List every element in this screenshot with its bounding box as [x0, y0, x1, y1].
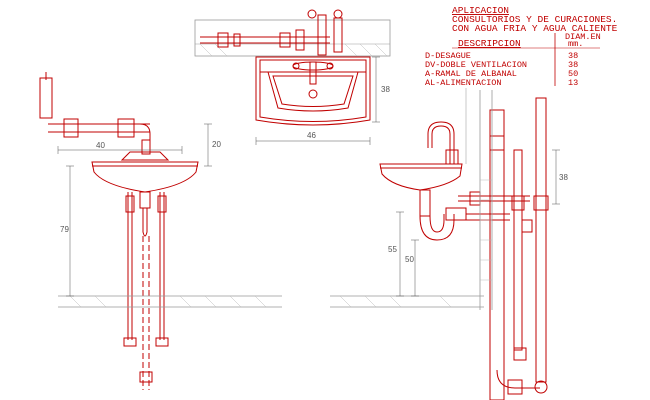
plan-bowl: [267, 71, 359, 112]
side-trap-riser: [419, 189, 431, 217]
legend-row-value: 38: [568, 60, 578, 70]
side-wall: [465, 88, 493, 310]
legend-row-value: 13: [568, 78, 578, 88]
side-outer-dimension: 50: [405, 255, 414, 264]
plan-spout: [309, 61, 317, 85]
side-right-dimension: 38: [559, 173, 568, 182]
front-dimensions: [57, 123, 212, 297]
plan-bowl-inner: [272, 75, 354, 107]
front-fitting: [63, 118, 79, 138]
plan-valve: [217, 32, 229, 48]
side-vent-pipe: [513, 149, 523, 351]
legend-description-header: DESCRIPCION: [458, 38, 521, 49]
side-fitting: [533, 195, 549, 211]
plan-basin-outer: [255, 56, 371, 126]
side-faucet-outer: [427, 121, 455, 164]
front-fitting: [117, 118, 135, 138]
front-width-dimension: 40: [96, 141, 105, 150]
front-trap: [142, 208, 148, 237]
plan-wall-hatch: [199, 43, 388, 57]
plan-valve: [279, 32, 291, 48]
side-dimensions: [396, 149, 560, 297]
plan-valve: [295, 29, 305, 51]
plan-height-dimension: 38: [381, 85, 390, 94]
plan-valve: [233, 33, 241, 47]
side-drain-stack: [489, 109, 505, 400]
side-fitting: [521, 219, 533, 233]
front-leg-cap: [123, 337, 137, 347]
front-spout: [141, 139, 151, 155]
side-bottom-elbow: [496, 369, 540, 389]
side-inner-dimension: 55: [388, 245, 397, 254]
legend-row-label: AL-ALIMENTACION: [425, 78, 502, 88]
front-drain: [139, 191, 151, 209]
plan-view: [194, 9, 391, 145]
application-line-2: CON AGUA FRIA Y AGUA CALIENTE: [452, 23, 618, 34]
front-height-dimension: 79: [60, 225, 69, 234]
plan-cap: [307, 9, 317, 19]
side-fitting: [511, 195, 525, 211]
side-trap-u-inner: [429, 214, 445, 233]
side-trap-u: [419, 214, 455, 241]
side-supply-riser: [535, 97, 547, 383]
legend-row-label: DV-DOBLE VENTILACION: [425, 60, 527, 70]
front-tap-height-dimension: 20: [212, 140, 221, 149]
application-heading: APLICACION: [452, 5, 509, 16]
plan-tap-cold: [326, 62, 334, 70]
front-drain-fitting: [139, 371, 153, 383]
plan-riser: [317, 14, 327, 56]
plan-tap-hot: [292, 62, 300, 70]
front-elbow: [139, 123, 151, 148]
side-floor: [330, 295, 484, 308]
side-faucet: [431, 125, 451, 164]
legend-row-value: 38: [568, 51, 578, 61]
legend-row-value: 50: [568, 69, 578, 79]
legend-table: DIAM.EN mm. DESCRIPCION D-DESAGUE 38 DV-…: [425, 32, 601, 88]
plan-dimensions: [255, 56, 380, 145]
side-faucet-base: [445, 149, 459, 165]
application-line-1: CONSULTORIOS Y DE CURACIONES.: [452, 14, 617, 25]
side-stack-fitting: [489, 135, 505, 151]
plan-drain: [308, 89, 318, 99]
application-block: APLICACION CONSULTORIOS Y DE CURACIONES.…: [452, 5, 618, 34]
side-trap-outlet: [445, 207, 467, 221]
plan-width-dimension: 46: [307, 131, 316, 140]
side-valve: [469, 191, 481, 206]
side-bottom-fitting: [507, 379, 523, 395]
side-fitting: [513, 347, 527, 361]
side-bottom-cap: [534, 380, 548, 394]
front-faucet: [120, 151, 170, 161]
plan-basin-outer-inner: [259, 59, 367, 122]
front-valve: [125, 195, 135, 213]
legend-row-label: A-RAMAL DE ALBANAL: [425, 69, 517, 79]
legend-row-label: D-DESAGUE: [425, 51, 471, 61]
plan-cap: [333, 9, 343, 19]
front-valve: [157, 195, 167, 213]
front-elevation: [39, 72, 199, 390]
legend-diameter-header-2: mm.: [568, 39, 583, 49]
plan-riser: [333, 17, 343, 53]
legend-diameter-header-1: DIAM.EN: [565, 32, 601, 42]
front-stub-pipe: [39, 77, 53, 119]
front-leg-cap: [155, 337, 169, 347]
side-elevation: [379, 97, 549, 400]
plan-wall: [194, 19, 391, 57]
front-floor: [58, 295, 282, 308]
